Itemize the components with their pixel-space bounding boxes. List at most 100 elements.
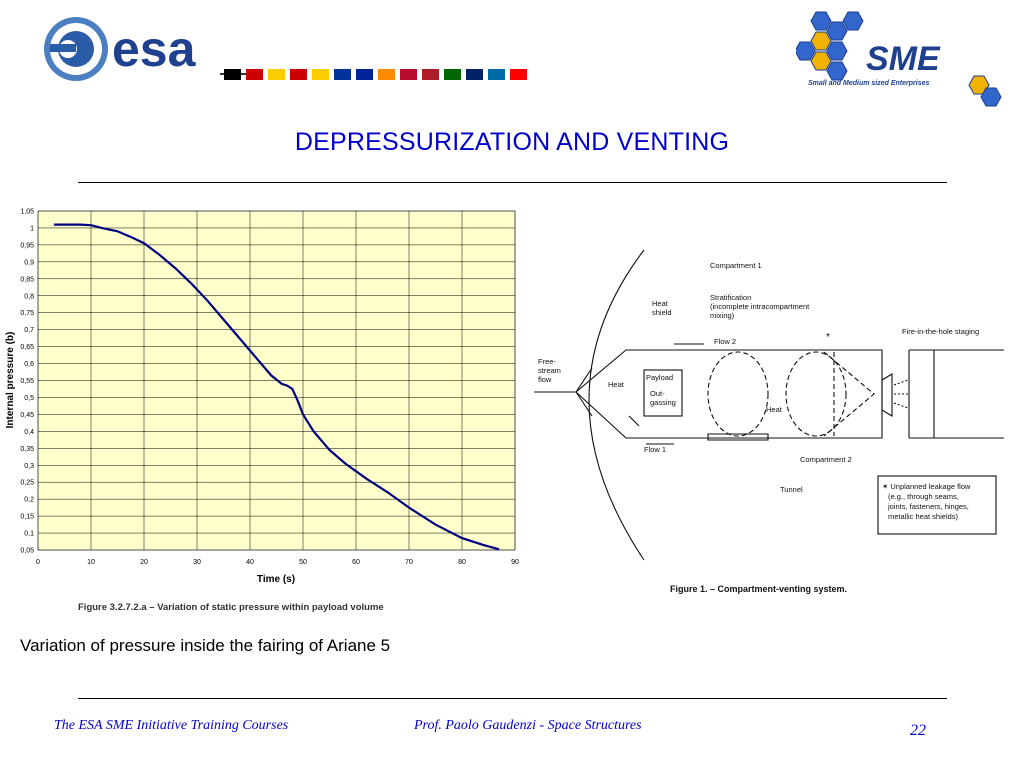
- leakage-legend-box: [877, 475, 997, 535]
- y-tick-label: 0,15: [20, 514, 34, 521]
- flag-12: [488, 69, 505, 80]
- compartment-bulkhead-left: [707, 351, 769, 437]
- legend-line-2: (e.g., through seams,: [888, 492, 959, 501]
- tunnel: [707, 433, 769, 441]
- sme-wordmark: SME: [866, 40, 941, 78]
- flag-1: [246, 69, 263, 80]
- x-axis-label: Time (s): [257, 574, 295, 585]
- label-fire-in-the-hole: Fire-in-the-hole staging: [902, 327, 979, 336]
- legend-line-1: ✶ Unplanned leakage flow: [882, 482, 971, 491]
- y-tick-label: 0,95: [20, 242, 34, 249]
- x-tick-label: 20: [140, 559, 148, 566]
- label-heat-right: Heat: [766, 405, 783, 414]
- pressure-chart: 0,05 0,1 0,15 0,2 0,25 0,3 0,35 0,4 0,45 0,5 0,55 0…: [5, 209, 519, 614]
- x-tick-label: 0: [36, 559, 40, 566]
- y-tick-label: 0,3: [24, 463, 34, 470]
- flag-9: [422, 69, 439, 80]
- y-axis-label: Internal pressure (b): [5, 332, 16, 429]
- shock-wave-arc: [588, 249, 645, 561]
- compartment-bulkhead-right: [785, 351, 847, 437]
- label-leakage-star: *: [826, 332, 830, 343]
- y-tick-label: 0,35: [20, 446, 34, 453]
- compartment-venting-diagram: Free- stream flow Compartment 1 Heat shi…: [534, 249, 1004, 594]
- flag-3: [290, 69, 307, 80]
- footer-course-title: The ESA SME Initiative Training Courses: [54, 718, 289, 733]
- x-tick-label: 70: [405, 559, 413, 566]
- flag-5: [334, 69, 351, 80]
- esa-logo: esa: [44, 17, 527, 81]
- label-free-stream-3: flow: [538, 375, 552, 384]
- title-divider: [78, 182, 947, 183]
- label-free-stream-1: Free-: [538, 357, 556, 366]
- x-tick-label: 10: [87, 559, 95, 566]
- y-tick-label: 1: [30, 225, 34, 232]
- label-flow-2: Flow 2: [714, 337, 736, 346]
- y-tick-labels: 0,05 0,1 0,15 0,2 0,25 0,3 0,35 0,4 0,45 0,5 0,55 0…: [20, 209, 34, 555]
- label-outgassing-1: Out-: [650, 389, 665, 398]
- y-tick-label: 0,75: [20, 310, 34, 317]
- flag-6: [356, 69, 373, 80]
- fairing-nose: [575, 367, 593, 417]
- esa-emblem-icon: [44, 17, 108, 81]
- sme-logo: SME Small and Medium sized Enterprises: [796, 11, 1002, 107]
- label-stratification-1: Stratification: [710, 293, 751, 302]
- diagram-figure-caption: Figure 1. – Compartment-venting system.: [670, 584, 847, 594]
- label-tunnel: Tunnel: [780, 485, 803, 494]
- slide-title: DEPRESSURIZATION AND VENTING: [294, 128, 730, 156]
- payload-box: [643, 369, 683, 417]
- label-heat-shield-1: Heat: [652, 299, 669, 308]
- flag-11: [466, 69, 483, 80]
- label-flow-1: Flow 1: [644, 445, 666, 454]
- y-tick-label: 1,05: [20, 209, 34, 216]
- page-number: 22: [910, 722, 926, 739]
- hexagon-cluster-icon: [796, 11, 1002, 107]
- label-heat-shield-2: shield: [652, 308, 672, 317]
- x-tick-label: 50: [299, 559, 307, 566]
- x-tick-label: 90: [511, 559, 519, 566]
- y-tick-label: 0,5: [24, 395, 34, 402]
- y-tick-label: 0,05: [20, 548, 34, 555]
- label-payload: Payload: [646, 373, 673, 382]
- y-tick-label: 0,1: [24, 531, 34, 538]
- x-tick-label: 30: [193, 559, 201, 566]
- label-heat-left: Heat: [608, 380, 625, 389]
- label-compartment-2: Compartment 2: [800, 455, 852, 464]
- chart-figure-caption: Figure 3.2.7.2.a – Variation of static p…: [78, 602, 384, 613]
- x-tick-labels: 0 10 20 30 40 50 60 70 80 90: [36, 559, 519, 566]
- flag-2: [268, 69, 285, 80]
- x-tick-label: 40: [246, 559, 254, 566]
- flag-10: [444, 69, 461, 80]
- label-stratification-3: mixing): [710, 311, 735, 320]
- y-tick-label: 0,65: [20, 344, 34, 351]
- lower-stage: [908, 349, 1004, 439]
- footer-author: Prof. Paolo Gaudenzi - Space Structures: [414, 718, 642, 733]
- label-stratification-2: (incomplete intracompartment: [710, 302, 810, 311]
- flag-0: [224, 69, 241, 80]
- y-tick-label: 0,6: [24, 361, 34, 368]
- flow-arrows: [534, 343, 704, 445]
- esa-wordmark: esa: [112, 21, 197, 77]
- y-tick-label: 0,55: [20, 378, 34, 385]
- internal-cross-lines: [823, 351, 875, 437]
- y-tick-label: 0,85: [20, 276, 34, 283]
- flag-8: [400, 69, 417, 80]
- legend-line-4: metallic heat shields): [888, 512, 959, 521]
- y-tick-label: 0,2: [24, 497, 34, 504]
- chart-grid: [37, 210, 516, 551]
- y-tick-label: 0,25: [20, 480, 34, 487]
- y-tick-label: 0,4: [24, 429, 34, 436]
- label-outgassing-2: gassing: [650, 398, 676, 407]
- x-tick-label: 60: [352, 559, 360, 566]
- label-compartment-1: Compartment 1: [710, 261, 762, 270]
- y-tick-label: 0,45: [20, 412, 34, 419]
- flag-4: [312, 69, 329, 80]
- y-tick-label: 0,9: [24, 259, 34, 266]
- x-tick-label: 80: [458, 559, 466, 566]
- footer-divider: [78, 698, 947, 699]
- legend-line-3: joints, fasteners, hinges,: [887, 502, 969, 511]
- y-tick-label: 0,8: [24, 293, 34, 300]
- flag-7: [378, 69, 395, 80]
- flag-13: [510, 69, 527, 80]
- eu-member-flags: [224, 69, 527, 80]
- plume-lines: [893, 379, 909, 409]
